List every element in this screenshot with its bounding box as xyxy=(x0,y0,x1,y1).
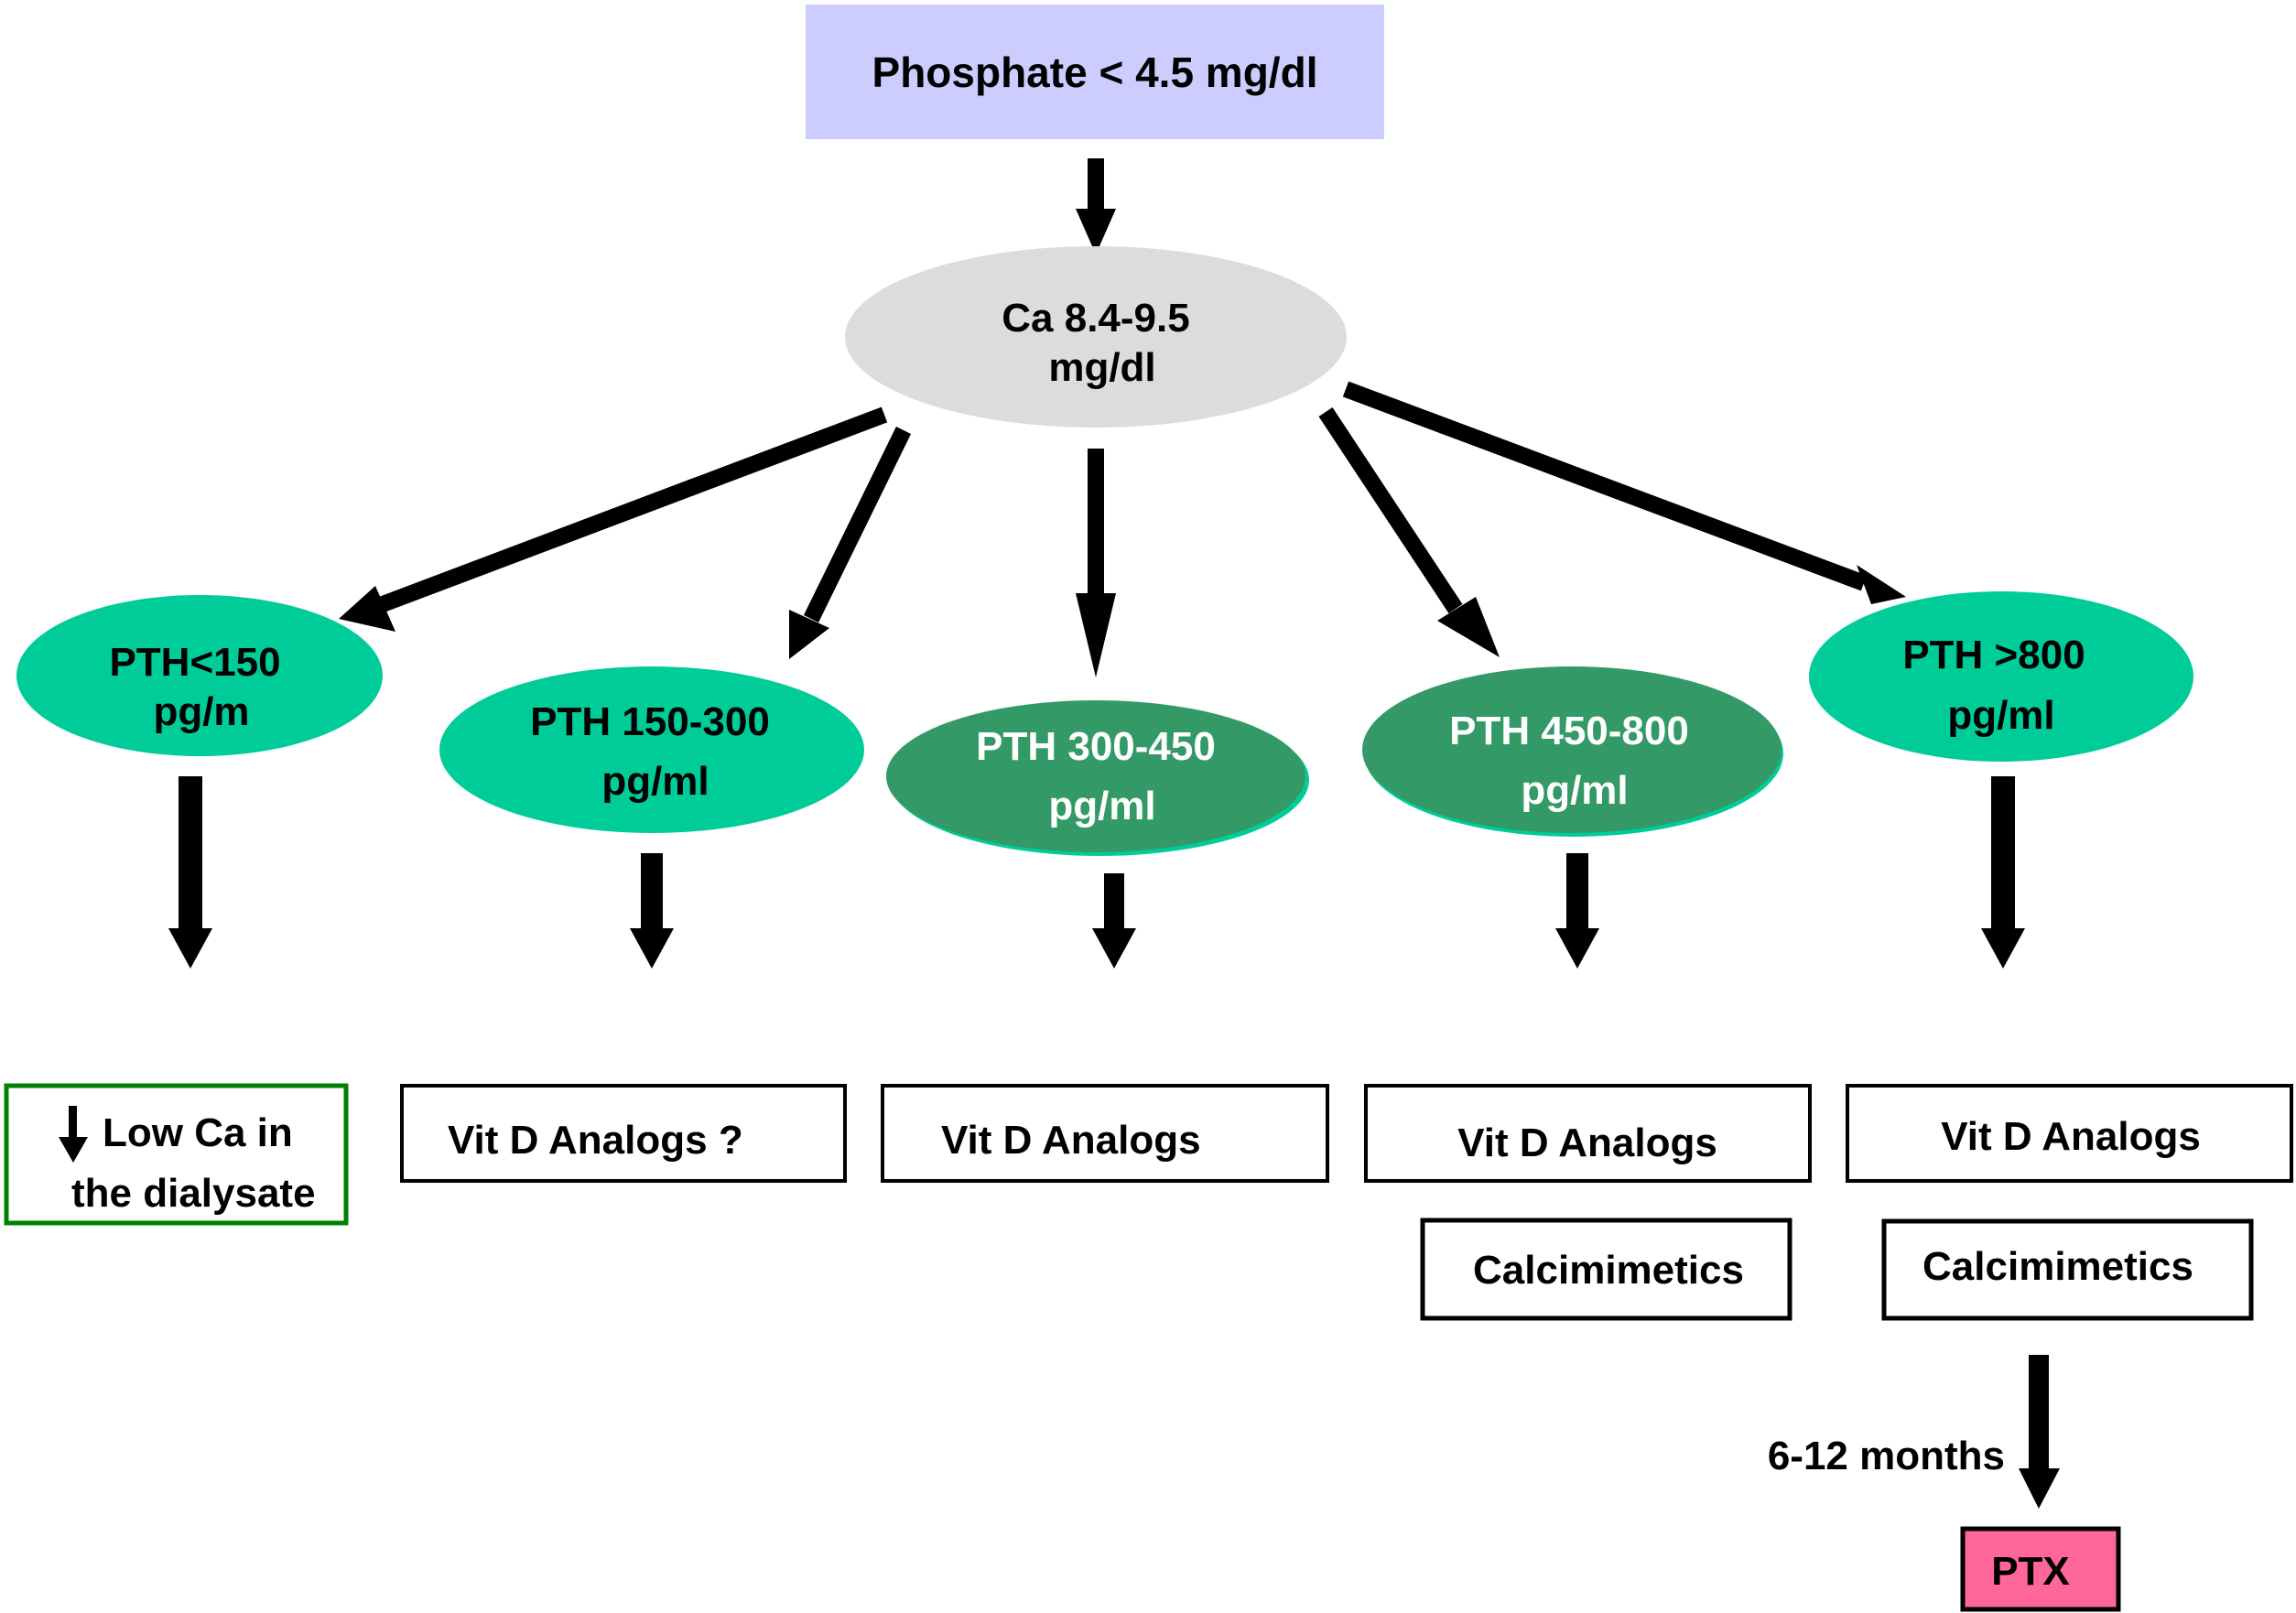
arrow-ca-to-pth-150-300 xyxy=(789,427,912,659)
treatment-vitd-gt800: Vit D Analogs xyxy=(1846,1084,2293,1183)
pth-300-450-line2: pg/ml xyxy=(1048,784,1155,828)
phosphate-node: Phosphate < 4.5 mg/dl xyxy=(806,5,1384,139)
pth-450-800-line2: pg/ml xyxy=(1521,768,1628,813)
vitd-question-label: Vit D Analogs ? xyxy=(448,1118,743,1163)
calcimimetics-gt800-label: Calcimimetics xyxy=(1922,1244,2193,1289)
pth-150-300-line1: PTH 150-300 xyxy=(530,699,770,744)
branch-arrows xyxy=(339,381,1906,677)
calcium-node: Ca 8.4-9.5 mg/dl xyxy=(845,246,1347,428)
duration-label: 6-12 months xyxy=(1768,1434,2005,1478)
phosphate-label: Phosphate < 4.5 mg/dl xyxy=(872,49,1318,96)
arrow-pth-300-450-down xyxy=(1092,873,1136,969)
ptx-label: PTX xyxy=(1991,1549,2070,1594)
pth-lt150-line2: pg/m xyxy=(153,689,249,734)
arrow-pth-150-300-down xyxy=(630,853,674,969)
treatment-vitd-300-450: Vit D Analogs xyxy=(881,1084,1329,1183)
calcimimetics-450-800-label: Calcimimetics xyxy=(1473,1248,1744,1293)
calcium-label-line1: Ca 8.4-9.5 xyxy=(1002,296,1189,341)
pth-node-gt800: PTH >800 pg/ml xyxy=(1809,591,2193,762)
pth-150-300-line2: pg/ml xyxy=(601,759,709,804)
arrow-pth-450-800-down xyxy=(1555,853,1599,969)
pth-node-300-450: PTH 300-450 pg/ml xyxy=(886,700,1309,856)
vitd-300-450-label: Vit D Analogs xyxy=(941,1118,1201,1163)
low-ca-line1: Low Ca in xyxy=(103,1110,293,1155)
arrow-ca-to-pth-450-800 xyxy=(1318,407,1500,657)
vitd-450-800-label: Vit D Analogs xyxy=(1457,1120,1717,1165)
arrow-ca-to-pth-gt800 xyxy=(1342,381,1906,604)
pth-node-450-800: PTH 450-800 pg/ml xyxy=(1362,666,1783,837)
arrow-pth-lt150-down xyxy=(168,776,212,969)
pth-300-450-line1: PTH 300-450 xyxy=(976,724,1216,769)
pth-gt800-line1: PTH >800 xyxy=(1902,633,2085,677)
pth-node-lt150: PTH<150 pg/m xyxy=(16,595,383,756)
ptx-node: PTX xyxy=(1960,1526,2121,1612)
low-ca-line2: the dialysate xyxy=(71,1171,316,1216)
treatment-vitd-question: Vit D Analogs ? xyxy=(400,1084,847,1183)
treatment-calcimimetics-gt800: Calcimimetics xyxy=(1881,1218,2254,1321)
treatment-calcimimetics-450-800: Calcimimetics xyxy=(1420,1218,1792,1321)
calcium-label-line2: mg/dl xyxy=(1048,345,1155,390)
pth-gt800-line2: pg/ml xyxy=(1947,693,2054,738)
pth-lt150-line1: PTH<150 xyxy=(109,640,280,685)
arrow-ca-to-pth-lt150 xyxy=(339,406,888,632)
arrow-ca-to-pth-300-450 xyxy=(1076,449,1116,677)
treatment-vitd-450-800: Vit D Analogs xyxy=(1364,1084,1812,1183)
arrow-to-ptx xyxy=(2019,1355,2060,1509)
down-arrow-icon xyxy=(59,1106,88,1163)
pth-450-800-line1: PTH 450-800 xyxy=(1449,709,1689,753)
vitd-gt800-label: Vit D Analogs xyxy=(1941,1114,2201,1159)
treatment-low-ca: Low Ca in the dialysate xyxy=(4,1083,349,1226)
pth-node-150-300: PTH 150-300 pg/ml xyxy=(439,666,864,833)
arrow-phosphate-to-ca xyxy=(1076,158,1116,254)
pth-down-arrows xyxy=(168,776,2025,969)
arrow-pth-gt800-down xyxy=(1981,776,2025,969)
